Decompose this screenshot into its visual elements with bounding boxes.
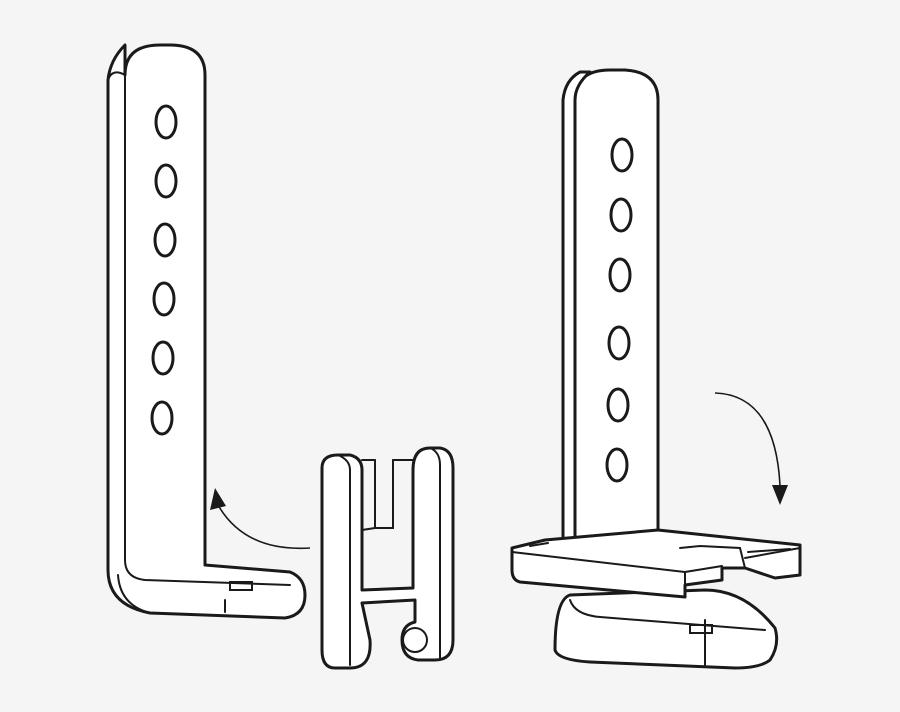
arrow-right-down-icon [714, 392, 788, 505]
clip-part [320, 446, 455, 670]
right-bracket [510, 68, 802, 670]
arrow-left-up-icon [210, 488, 311, 550]
left-bracket [106, 43, 307, 620]
